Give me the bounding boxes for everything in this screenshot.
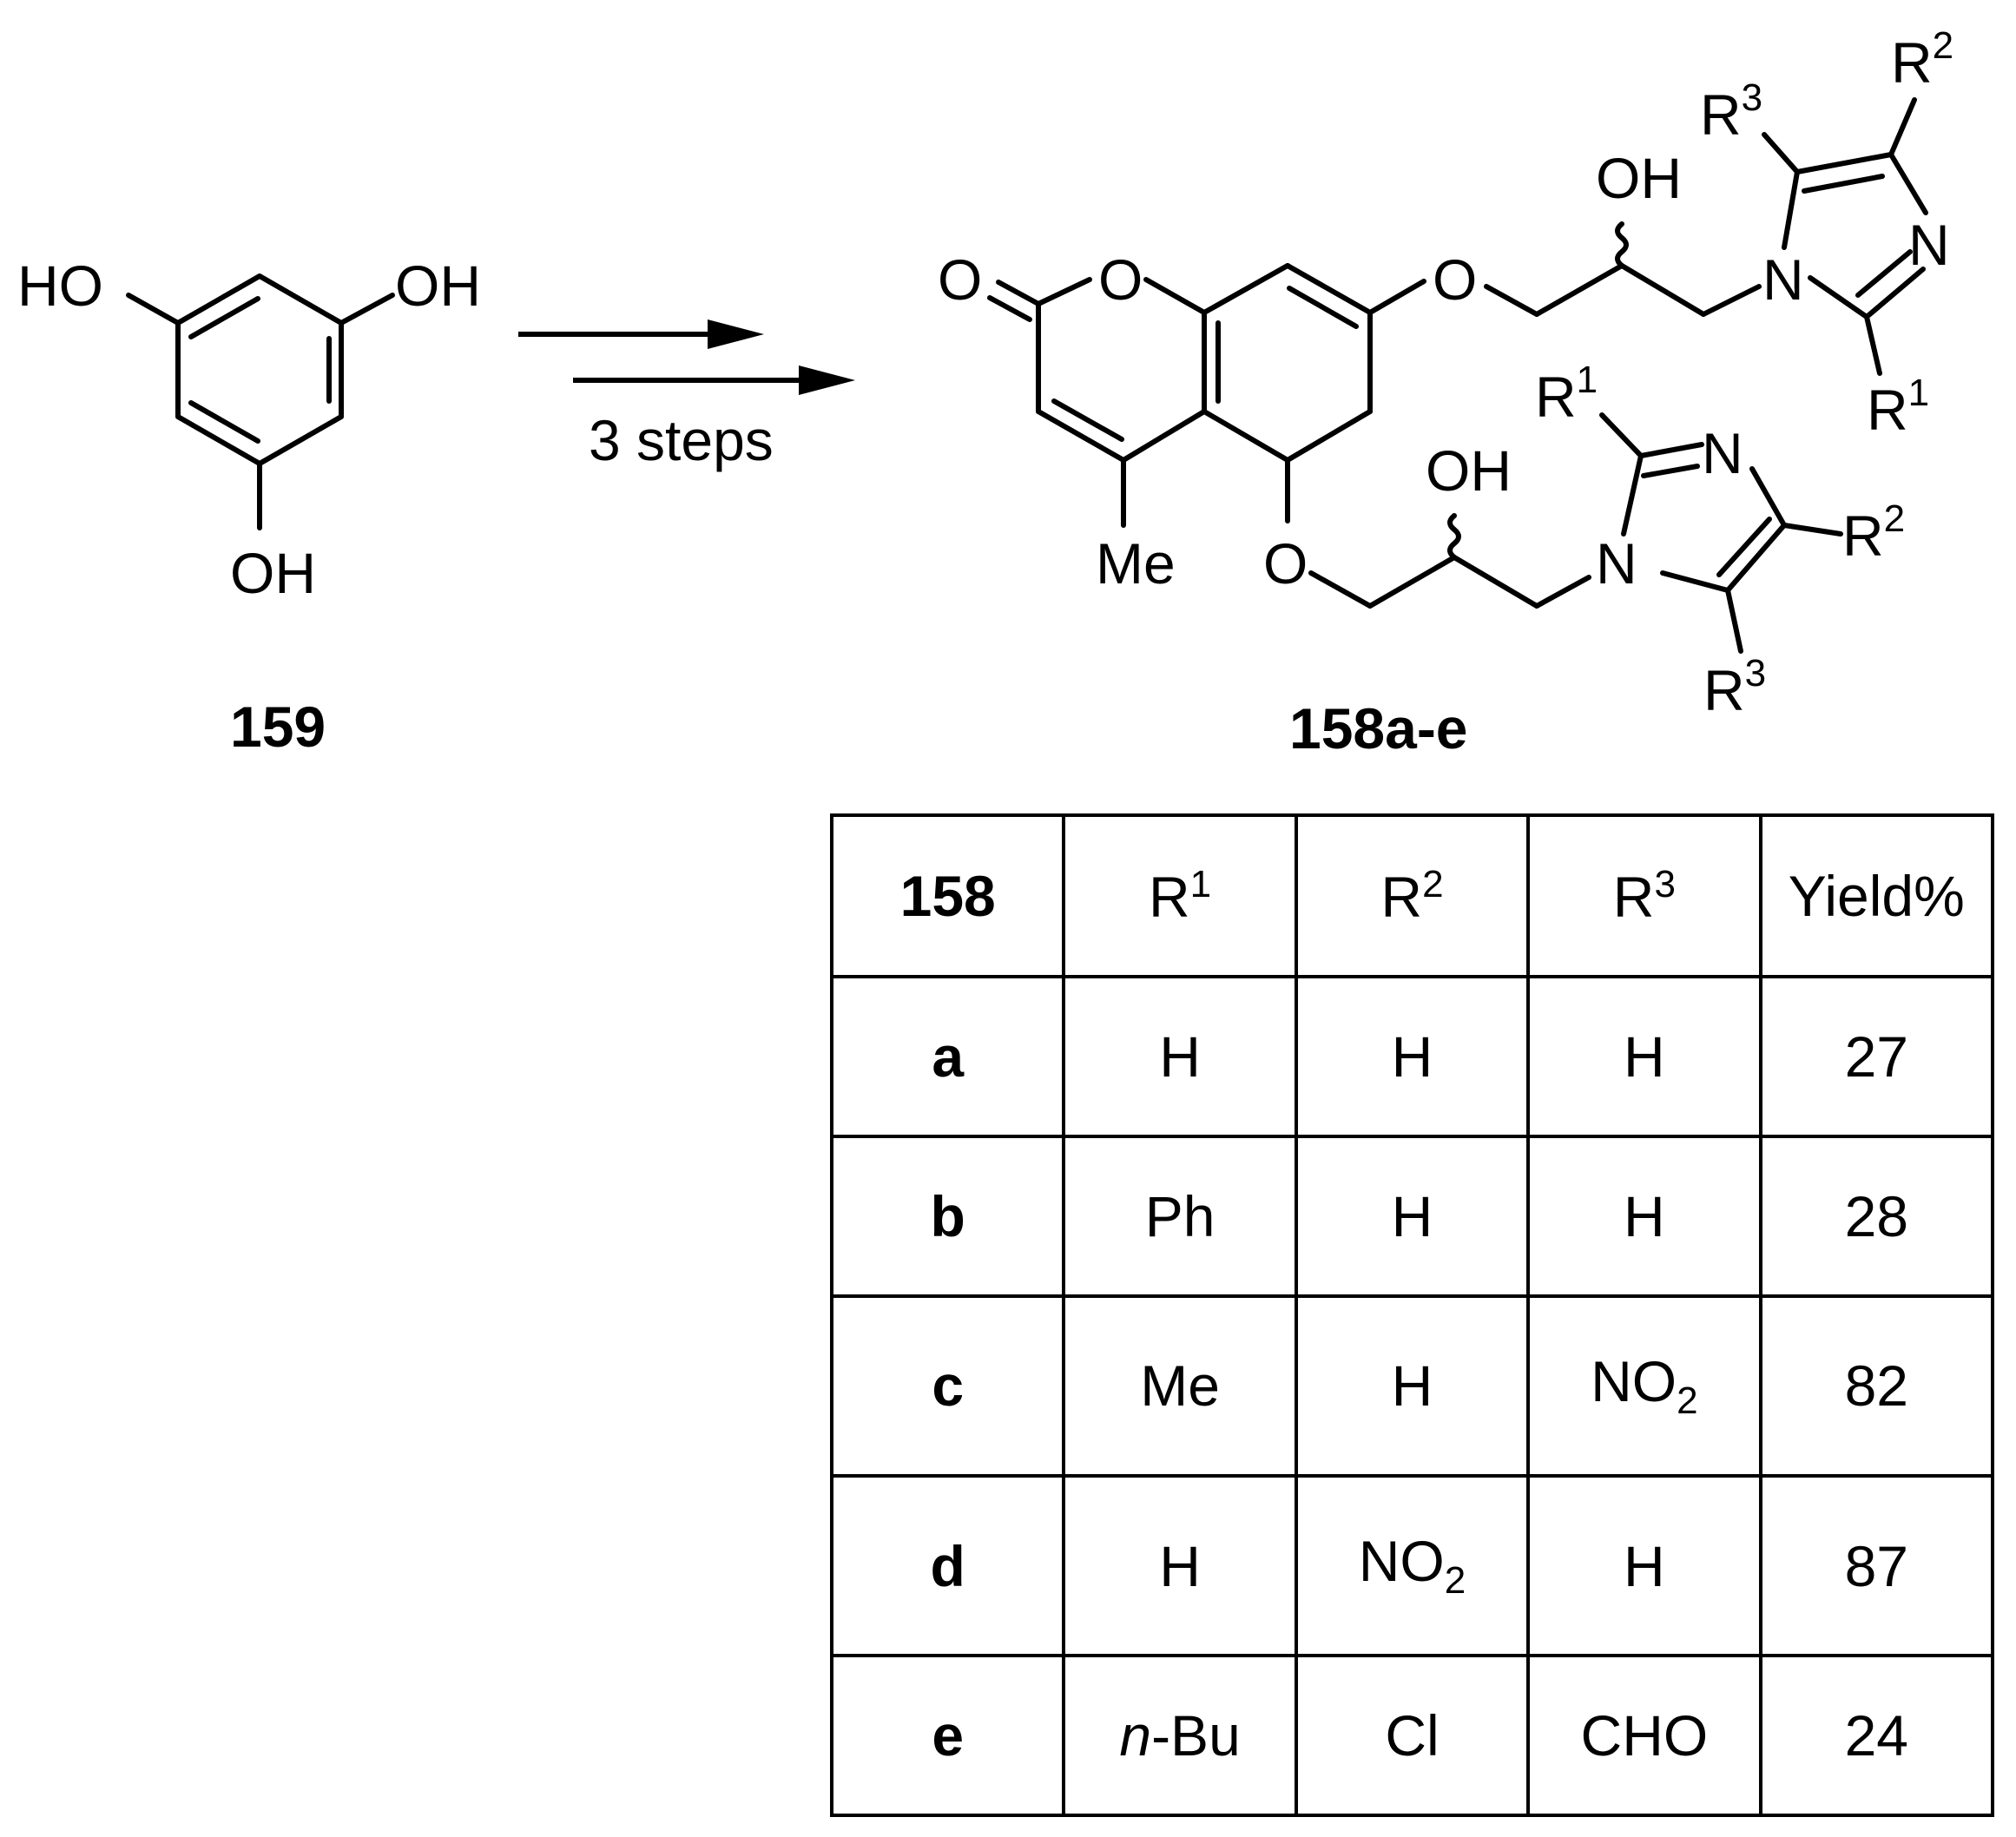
yield-cell: 87 [1758,1473,1995,1658]
yield-cell: 28 [1758,1134,1995,1298]
compound-label-159: 159 [230,695,326,759]
r1-cell: H [1062,1473,1298,1658]
158-r3-top-label: R3 [1700,76,1762,147]
row-id: a [829,975,1066,1138]
158-n-bottom-3: N [1702,421,1743,485]
158-oh-top: OH [1596,146,1682,210]
r1-cell: Me [1062,1294,1298,1478]
r3-cell: H [1526,1473,1762,1658]
159-ho-label: HO [17,253,103,318]
compound-label-158: 158a-e [1289,696,1468,760]
row-id: b [829,1134,1066,1298]
yield-cell: 24 [1758,1654,1995,1817]
reaction-arrow [518,319,855,395]
row-id: c [829,1294,1066,1478]
r2-cell: Cl [1294,1654,1531,1817]
row-id: e [829,1654,1066,1817]
r2-cell: H [1294,1294,1531,1478]
table-row: c Me H NO2 82 [829,1294,1995,1478]
158-oh-bottom: OH [1426,438,1512,503]
158-r2-bottom-label: R2 [1842,497,1905,568]
r3-cell: CHO [1526,1654,1762,1817]
158-n-top-1: N [1762,247,1804,312]
table-row: a H H H 27 [829,975,1995,1138]
header-r1: R1 [1062,813,1298,979]
r1-cell: Ph [1062,1134,1298,1298]
159-oh-right-label: OH [395,253,481,318]
158-carbonyl-o: O [938,247,982,312]
158-methyl-label: Me [1096,531,1176,596]
158-r1-top-label: R1 [1867,372,1929,442]
header-yield: Yield% [1758,813,1995,979]
header-compound: 158 [829,813,1066,979]
r1-cell: H [1062,975,1298,1138]
r3-cell: H [1526,1134,1762,1298]
158-r3-bottom-label: R3 [1703,652,1766,722]
yield-cell: 27 [1758,975,1995,1138]
reagent-text: 3 steps [589,408,774,472]
r3-cell: H [1526,975,1762,1138]
compound-159-structure [126,273,395,530]
table-row: e n-Bu Cl CHO 24 [829,1654,1995,1817]
r2-cell: NO2 [1294,1473,1531,1658]
158-ether-o-bottom: O [1263,531,1308,596]
158-ether-o-top: O [1433,247,1477,312]
158-n-bottom-1: N [1596,531,1637,596]
r3-cell: NO2 [1526,1294,1762,1478]
yield-table: 158 R1 R2 R3 Yield% a H H H 27 b Ph H H … [829,813,1995,1817]
159-oh-bottom-label: OH [230,541,316,605]
158-r2-top-label: R2 [1891,24,1953,95]
header-r2: R2 [1294,813,1531,979]
158-ring-o: O [1098,247,1143,312]
r2-cell: H [1294,975,1531,1138]
table-row: d H NO2 H 87 [829,1473,1995,1658]
r2-cell: H [1294,1134,1531,1298]
r1-cell: n-Bu [1062,1654,1298,1817]
table-header-row: 158 R1 R2 R3 Yield% [829,813,1995,979]
table-row: b Ph H H 28 [829,1134,1995,1298]
yield-cell: 82 [1758,1294,1995,1478]
158-n-top-3: N [1908,213,1950,277]
compound-158-structure [987,97,1928,654]
row-id: d [829,1473,1066,1658]
158-r1-bottom-label: R1 [1535,359,1598,429]
header-r3: R3 [1526,813,1762,979]
